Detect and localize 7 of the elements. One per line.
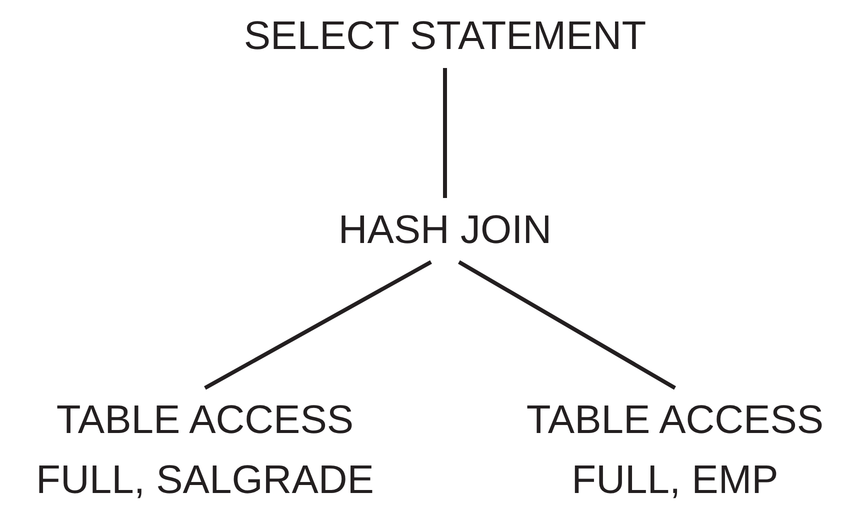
- connector-line: [204, 260, 432, 390]
- plan-step-label: HASH JOIN: [295, 200, 595, 260]
- plan-step-label: TABLE ACCESS FULL, SALGRADE: [5, 390, 405, 508]
- plan-step-label: SELECT STATEMENT: [215, 6, 675, 66]
- plan-step-label: TABLE ACCESS FULL, EMP: [495, 390, 855, 508]
- connector-line: [458, 260, 676, 390]
- connector-line: [443, 68, 447, 198]
